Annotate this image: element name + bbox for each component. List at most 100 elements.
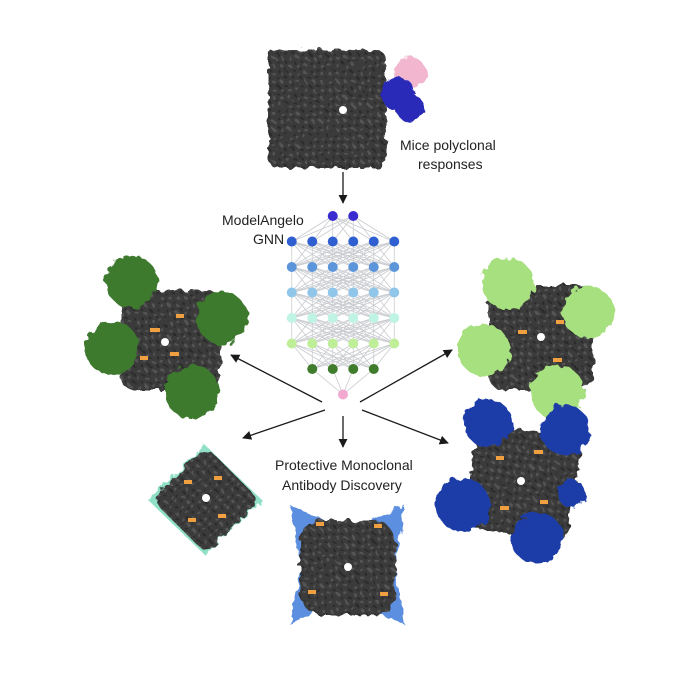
gnn-node-layer-5 — [368, 313, 379, 323]
gnn-node-layer-8 — [338, 389, 348, 400]
gnn-node-layer-5 — [389, 313, 400, 323]
gnn-edge — [291, 292, 354, 319]
gnn-node-layer-7 — [348, 364, 359, 374]
gnn-node-layer-4 — [389, 287, 400, 298]
polyclonal-label-line2: responses — [418, 156, 483, 172]
gnn-edge — [312, 266, 395, 293]
gnn-edge — [291, 266, 354, 293]
arrow-to-mint — [242, 409, 326, 440]
gnn-node-layer-4 — [348, 287, 359, 298]
gnn-node-layer-4 — [368, 287, 379, 298]
gnn-edge — [312, 241, 395, 268]
gnn-edge — [352, 215, 375, 242]
gnn-edge — [353, 266, 395, 293]
polyclonal-label-line1: Mice polyclonal — [400, 137, 496, 153]
gnn-edge — [291, 292, 395, 319]
gnn-edge — [291, 317, 395, 344]
gnn-node-layer-3 — [286, 262, 297, 272]
complex-navy-structure — [436, 399, 590, 564]
gnn-node-layer-5 — [348, 313, 359, 323]
gnn-edge — [353, 241, 395, 268]
gnn-edge — [312, 317, 395, 344]
gnn-node-layer-6 — [389, 338, 400, 349]
polyclonal-map-structure — [268, 50, 426, 168]
complex-mint-structure — [148, 445, 262, 555]
gnn-edge — [291, 266, 333, 293]
gnn-node-layer-7 — [327, 364, 338, 374]
gnn-node-layer-3 — [307, 262, 318, 272]
gnn-edge — [291, 241, 374, 268]
gnn-node-layer-2 — [327, 236, 338, 247]
gnn-edge — [332, 241, 395, 268]
gnn-edge — [291, 317, 313, 344]
arrow-to-navy — [361, 409, 449, 445]
gnn-edge — [353, 343, 395, 370]
gnn-node-layer-6 — [368, 338, 379, 349]
arrow-to-light-green — [359, 349, 453, 403]
gnn-node-layer-5 — [286, 313, 297, 323]
gnn-edge — [373, 241, 395, 268]
arrow-to-dark-green — [230, 354, 323, 403]
gnn-edge — [291, 241, 395, 268]
gnn-edge — [291, 241, 354, 268]
complex-sky-blue-structure — [290, 505, 405, 625]
gnn-node-layer-3 — [368, 262, 379, 272]
gnn-edge — [291, 215, 333, 242]
gnn-edge — [291, 317, 374, 344]
gnn-edge — [291, 317, 354, 344]
gnn-edge — [312, 215, 354, 242]
gnn-node-layer-6 — [307, 338, 318, 349]
gnn-edge — [291, 343, 313, 370]
gnn-node-layer-7 — [307, 364, 318, 374]
gnn-edge — [332, 317, 395, 344]
gnn-edge — [291, 292, 374, 319]
gnn-edge — [291, 292, 333, 319]
gnn-edge — [291, 266, 374, 293]
gnn-edge — [332, 292, 395, 319]
gnn-node-layer-1 — [327, 211, 338, 221]
gnn-node-layer-4 — [327, 287, 338, 298]
gnn-edge — [291, 317, 333, 344]
gnn-node-layer-7 — [368, 364, 379, 374]
gnn-edge — [332, 266, 395, 293]
gnn-node-layer-5 — [327, 313, 338, 323]
gnn-edge — [312, 343, 395, 370]
gnn-edge — [373, 292, 395, 319]
model-label-line1: ModelAngelo — [222, 212, 304, 228]
gnn-edge — [291, 241, 333, 268]
gnn-node-layer-6 — [327, 338, 338, 349]
complex-light-green-structure — [458, 258, 614, 419]
gnn-node-layer-4 — [286, 287, 297, 298]
gnn-node-layer-5 — [307, 313, 318, 323]
gnn-node-layer-2 — [368, 236, 379, 247]
gnn-edge — [373, 266, 395, 293]
gnn-edge — [291, 215, 354, 242]
gnn-edge — [291, 266, 313, 293]
gnn-node-layer-6 — [286, 338, 297, 349]
gnn-node-layer-1 — [348, 211, 359, 221]
gnn-edge — [373, 317, 395, 344]
gnn-node-layer-2 — [389, 236, 400, 247]
gnn-node-layer-3 — [348, 262, 359, 272]
gnn-edge — [373, 343, 395, 370]
gnn-node-layer-2 — [348, 236, 359, 247]
gnn-node-layer-2 — [286, 236, 297, 247]
gnn-node-layer-3 — [327, 262, 338, 272]
model-label-line2: GNN — [253, 231, 284, 247]
gnn-edge — [312, 343, 374, 370]
gnn-node-layer-6 — [348, 338, 359, 349]
gnn-nodes — [286, 211, 400, 400]
gnn-edge — [291, 292, 313, 319]
gnn-edge — [311, 368, 344, 395]
gnn-node-layer-4 — [307, 287, 318, 298]
gnn-edge — [332, 215, 354, 242]
gnn-edge — [312, 343, 354, 370]
gnn-edge — [291, 241, 313, 268]
gnn-edge — [312, 292, 395, 319]
gnn-edge — [291, 266, 395, 293]
gnn-edge — [342, 368, 375, 395]
gnn-edge — [311, 343, 334, 370]
discovery-label-line1: Protective Monoclonal — [275, 457, 413, 473]
gnn-edge — [332, 343, 395, 370]
